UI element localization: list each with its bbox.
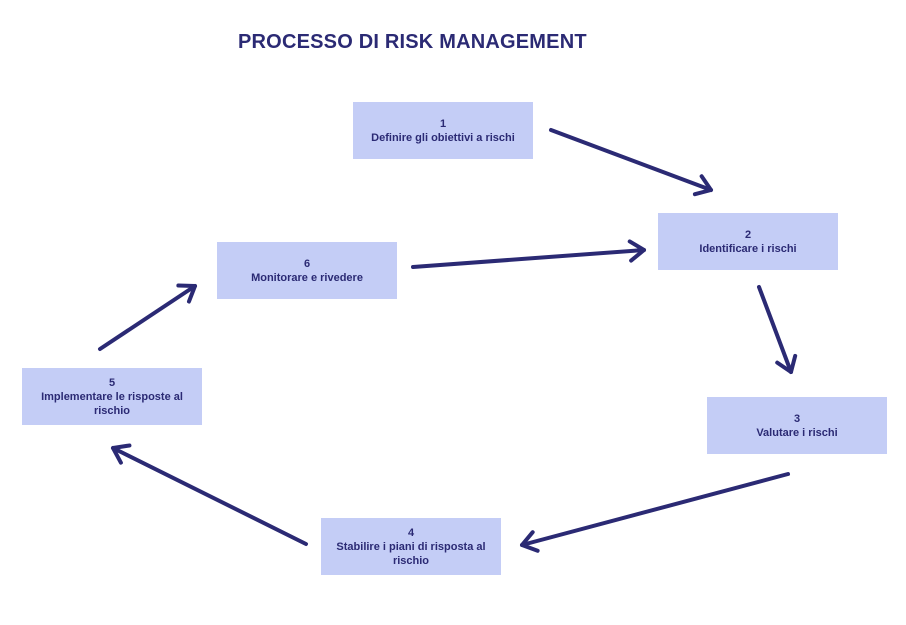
step-label: Definire gli obiettivi a rischi: [371, 131, 515, 144]
step-2-box: 2 Identificare i rischi: [658, 213, 838, 270]
step-5-box: 5 Implementare le risposte al rischio: [22, 368, 202, 425]
step-label: Monitorare e rivedere: [251, 271, 363, 284]
step-1-box: 1 Definire gli obiettivi a rischi: [353, 102, 533, 159]
arrow-1-to-2: [549, 128, 713, 197]
arrow-5-to-6: [98, 283, 197, 351]
arrow-6-to-2: [411, 239, 646, 269]
step-label: Valutare i rischi: [756, 426, 838, 439]
step-number: 4: [407, 526, 415, 539]
step-3-box: 3 Valutare i rischi: [707, 397, 887, 454]
arrow-3-to-4: [520, 472, 790, 553]
arrow-4-to-5: [111, 443, 308, 546]
diagram-title: PROCESSO DI RISK MANAGEMENT: [238, 31, 587, 53]
step-number: 6: [303, 257, 311, 270]
step-label: Implementare le risposte al rischio: [41, 390, 183, 417]
step-number: 5: [108, 376, 116, 389]
step-number: 3: [793, 412, 801, 425]
step-number: 1: [439, 117, 447, 130]
step-label: Stabilire i piani di risposta al rischio: [336, 540, 486, 567]
step-number: 2: [744, 228, 752, 241]
step-6-box: 6 Monitorare e rivedere: [217, 242, 397, 299]
arrow-2-to-3: [757, 285, 798, 374]
step-4-box: 4 Stabilire i piani di risposta al risch…: [321, 518, 501, 575]
step-label: Identificare i rischi: [699, 242, 797, 255]
